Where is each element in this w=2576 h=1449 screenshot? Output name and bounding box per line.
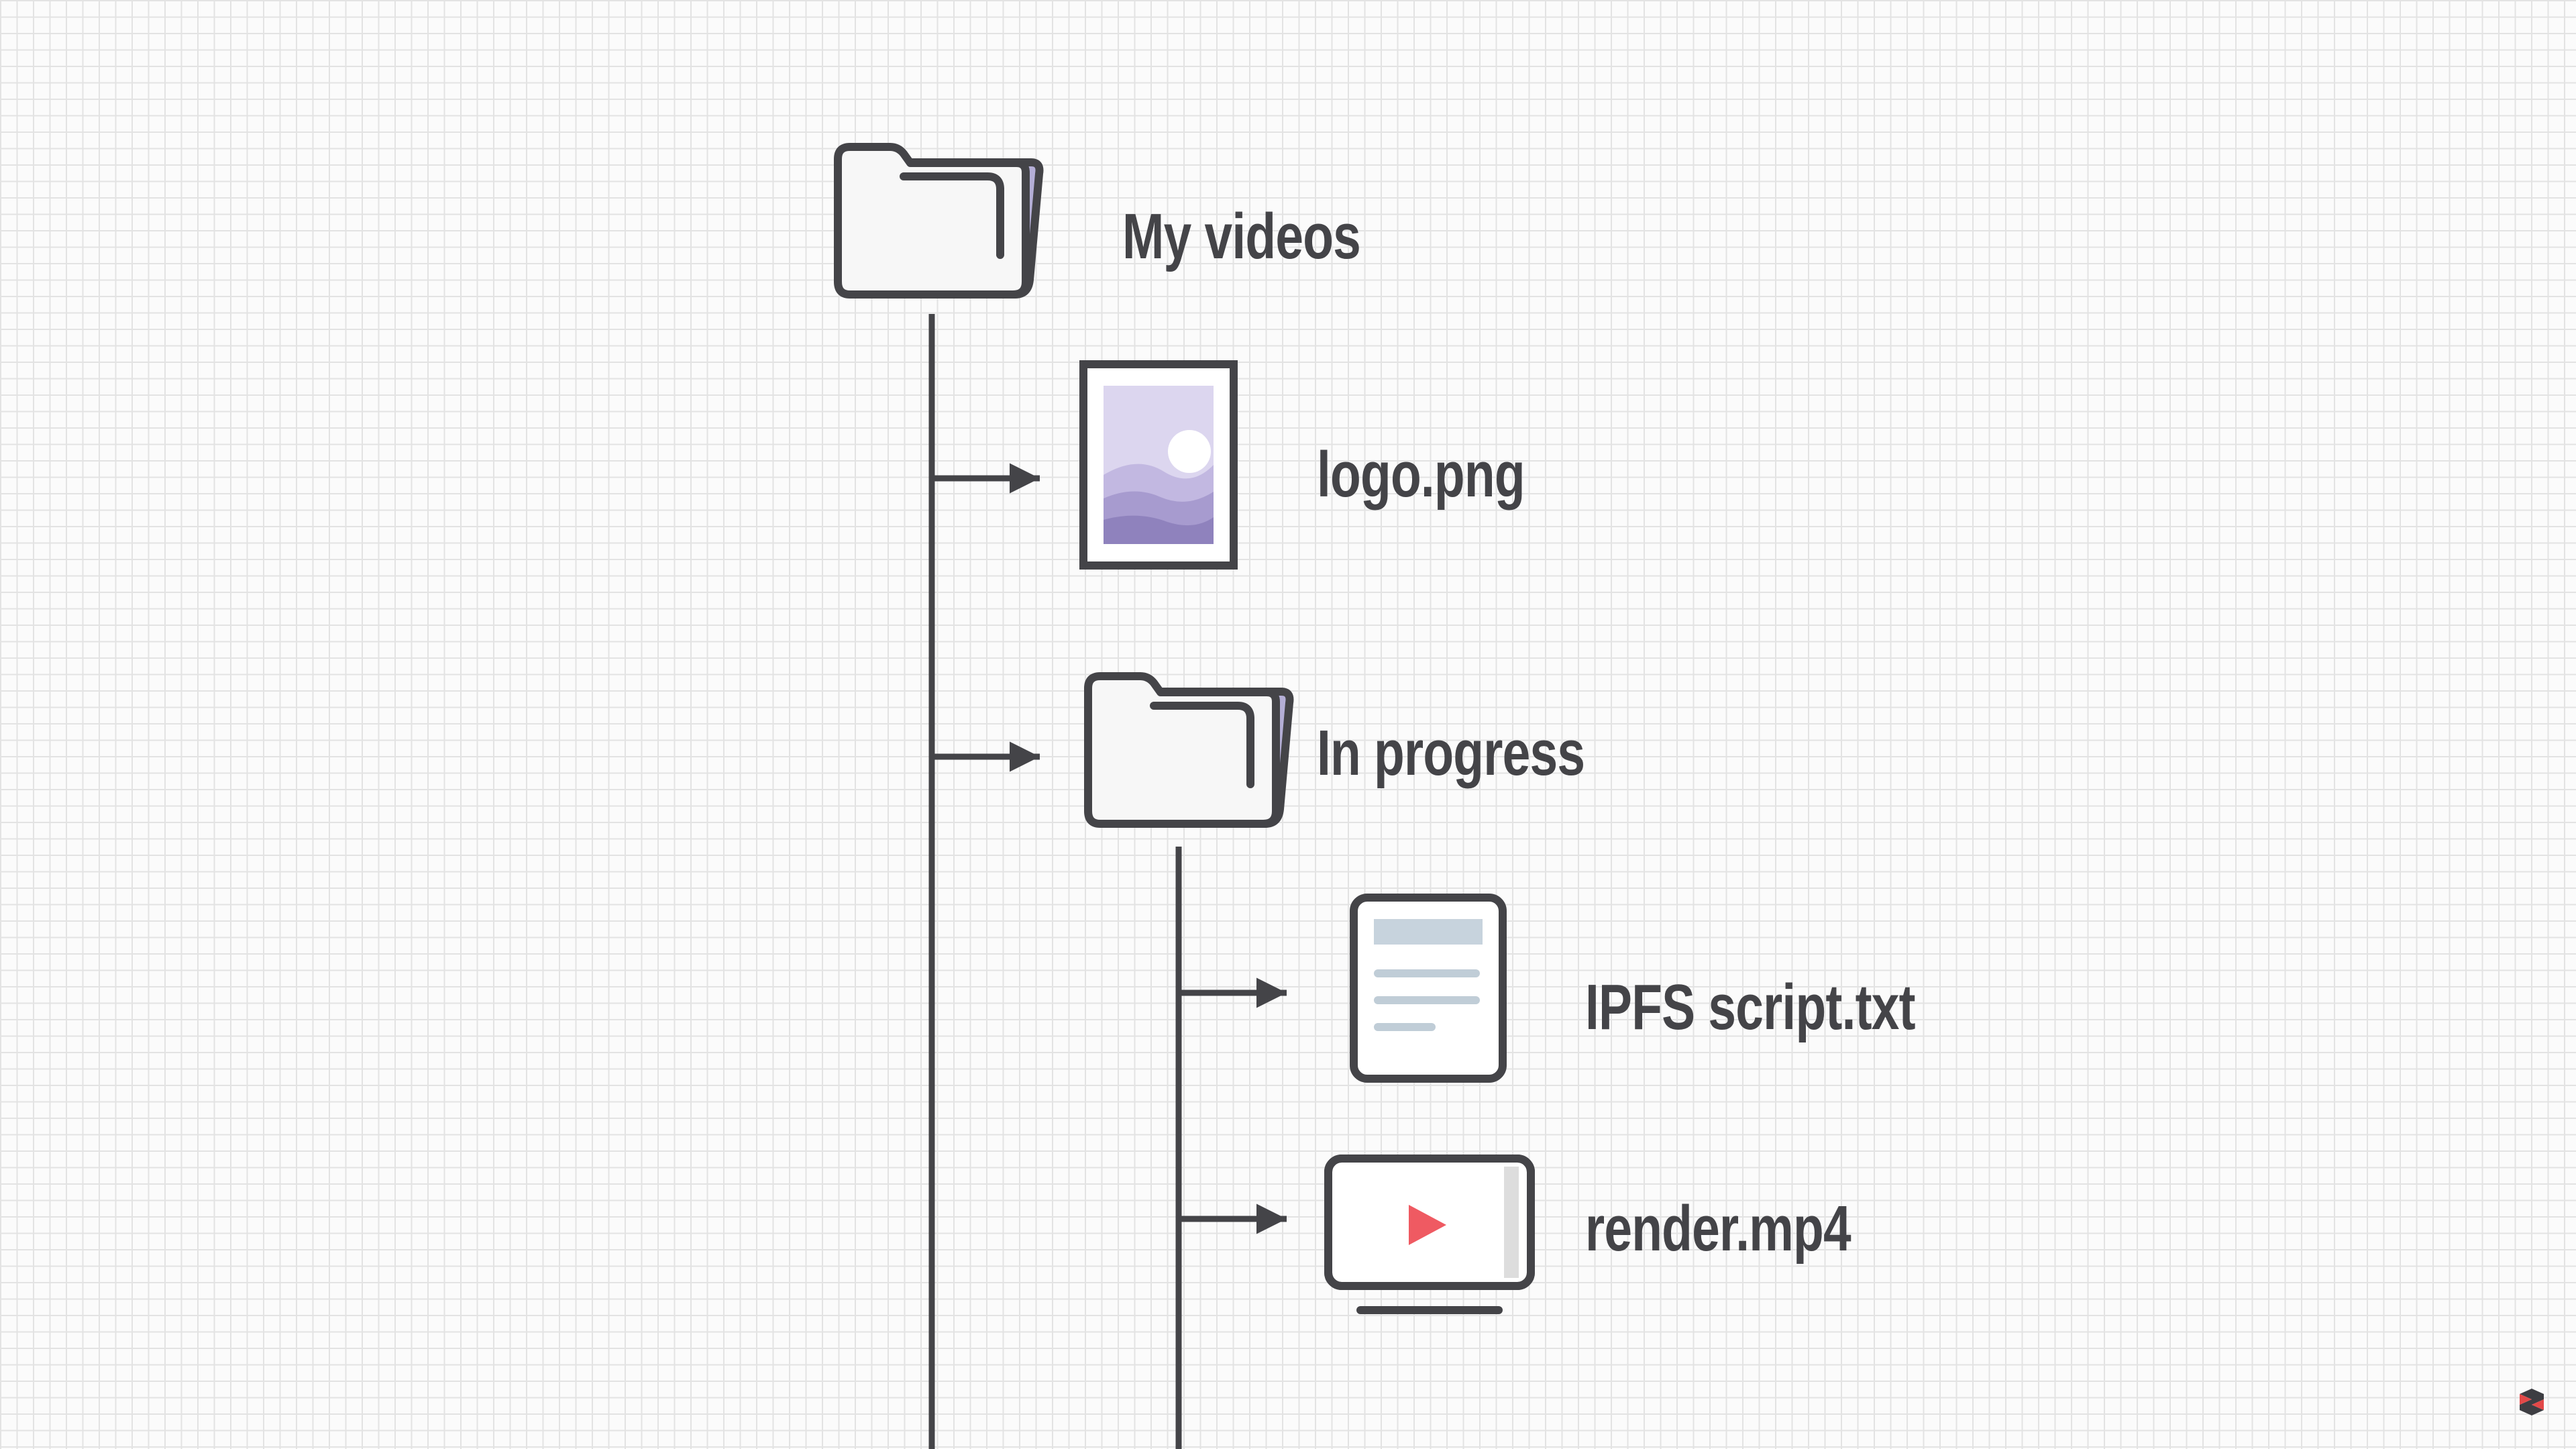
node-label-my-videos: My videos: [1122, 201, 1361, 272]
image-file-icon: [1079, 360, 1238, 570]
node-label-logo: logo.png: [1317, 439, 1525, 511]
node-label-in-progress: In progress: [1317, 717, 1585, 789]
node-label-script: IPFS script.txt: [1585, 971, 1916, 1043]
brand-logo-icon: [2520, 1389, 2544, 1415]
text-file-icon: [1350, 894, 1507, 1083]
video-monitor-icon: [1324, 1155, 1535, 1314]
folder-icon: [834, 143, 1044, 299]
node-label-render: render.mp4: [1585, 1193, 1851, 1265]
folder-icon: [1084, 672, 1294, 828]
